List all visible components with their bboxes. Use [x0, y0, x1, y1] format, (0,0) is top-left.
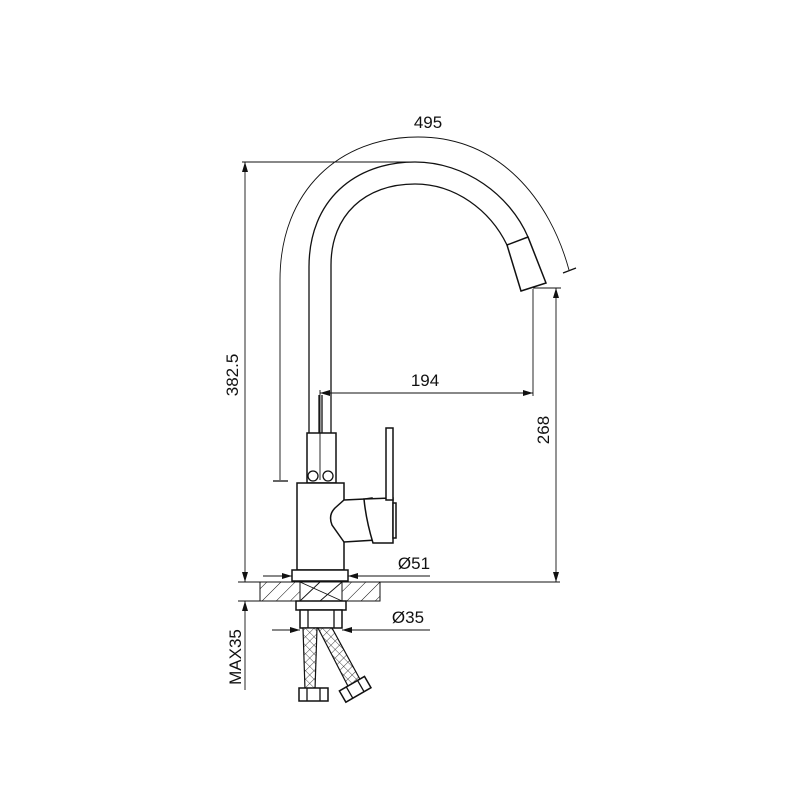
countertop — [238, 581, 560, 602]
hose-right — [317, 627, 363, 691]
dim-arc-length: 495 — [414, 113, 442, 132]
base-flange — [291, 569, 349, 582]
aerator-nozzle — [506, 236, 547, 292]
dim-spout-clearance: 268 — [534, 416, 553, 444]
dim-base-diameter: Ø51 — [398, 554, 430, 573]
dim-shank-diameter: Ø35 — [392, 608, 424, 627]
dim-total-height: 382.5 — [223, 354, 242, 397]
screw-icon — [322, 470, 334, 482]
shank-and-hoses — [295, 600, 373, 704]
hose-nut-left — [298, 687, 329, 702]
dim-max-thickness: MAX35 — [226, 629, 245, 685]
handle-lever — [385, 427, 394, 501]
faucet-body — [291, 427, 397, 582]
dim-spout-reach: 194 — [411, 371, 439, 390]
hose-nut-right — [338, 675, 373, 704]
screw-icon — [307, 470, 319, 482]
hose-left — [302, 627, 318, 691]
dimension-lines — [242, 136, 577, 690]
spout — [308, 161, 547, 435]
